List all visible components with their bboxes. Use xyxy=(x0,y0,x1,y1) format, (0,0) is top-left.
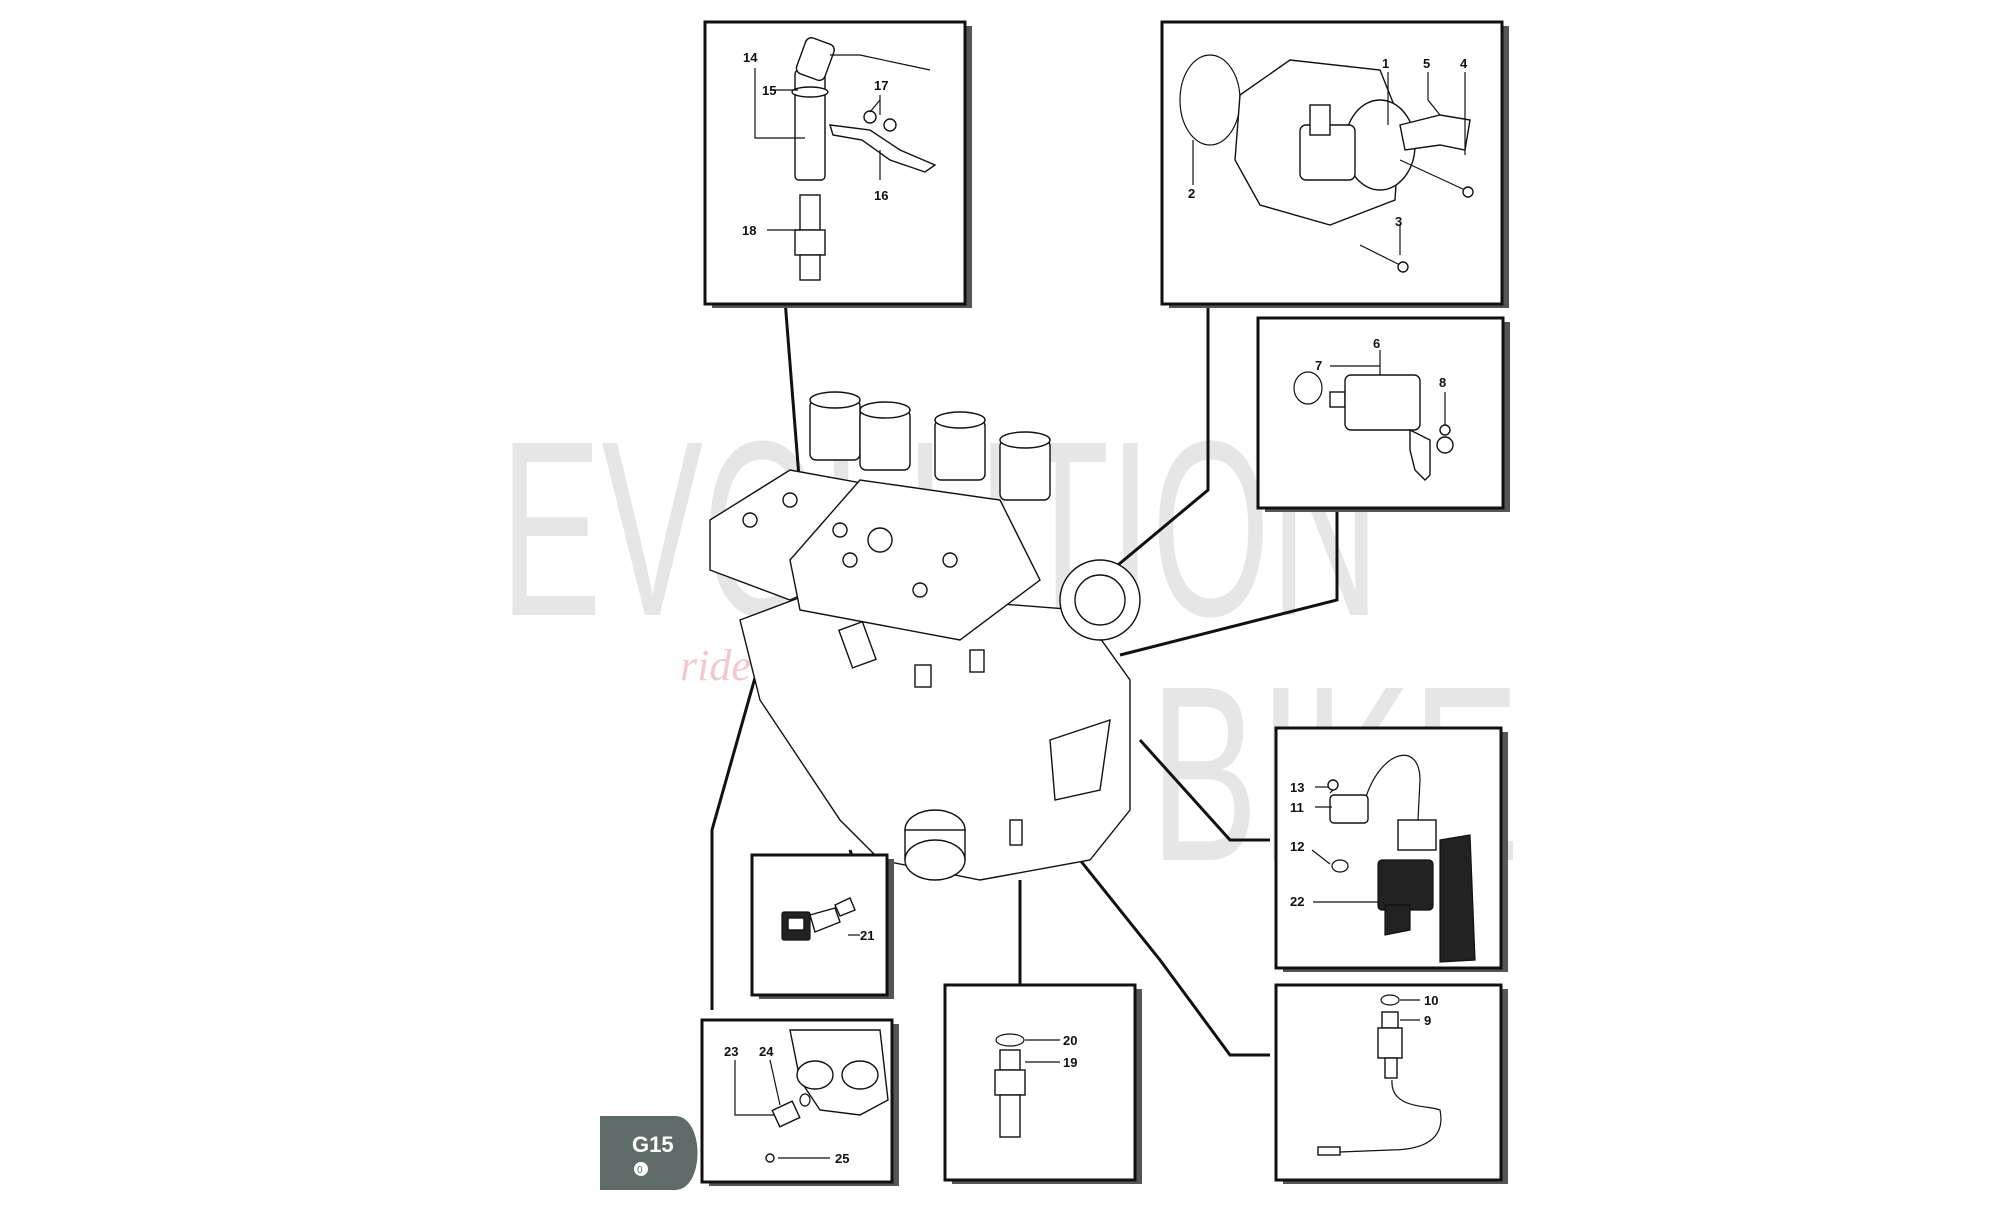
label-21: 21 xyxy=(860,928,874,943)
label-2: 2 xyxy=(1188,186,1195,201)
label-5: 5 xyxy=(1423,56,1430,71)
label-15: 15 xyxy=(762,83,776,98)
label-23: 23 xyxy=(724,1044,738,1059)
label-12: 12 xyxy=(1290,839,1304,854)
label-4: 4 xyxy=(1460,56,1468,71)
box-alternator: 1 5 4 2 3 xyxy=(1160,20,1509,308)
label-1: 1 xyxy=(1382,56,1389,71)
label-24: 24 xyxy=(759,1044,774,1059)
label-8: 8 xyxy=(1439,375,1446,390)
label-14: 14 xyxy=(743,50,758,65)
badge-sub: 0 xyxy=(637,1165,643,1176)
label-17: 17 xyxy=(874,78,888,93)
box-temp-sensor: 21 xyxy=(750,853,894,999)
box-pickup: 13 11 12 22 xyxy=(1274,726,1508,972)
label-6: 6 xyxy=(1373,336,1380,351)
label-3: 3 xyxy=(1395,214,1402,229)
label-11: 11 xyxy=(1290,800,1304,815)
label-9: 9 xyxy=(1424,1013,1431,1028)
badge-sub-icon xyxy=(634,1162,648,1176)
label-19: 19 xyxy=(1063,1055,1077,1070)
label-25: 25 xyxy=(835,1151,849,1166)
label-10: 10 xyxy=(1424,993,1438,1008)
section-badge: G15 0 xyxy=(600,1116,698,1190)
box-oil-switch: 20 19 xyxy=(943,983,1142,1184)
box-ignition: 14 15 17 16 18 xyxy=(703,20,972,308)
box-starter: 6 7 8 xyxy=(1256,316,1510,512)
label-7: 7 xyxy=(1315,358,1322,373)
box-intake-sensor: 23 24 25 xyxy=(700,1018,899,1186)
leader-lines xyxy=(710,299,1339,1057)
badge-shape xyxy=(600,1116,698,1190)
label-22: 22 xyxy=(1290,894,1304,909)
engine-illustration xyxy=(709,391,1141,881)
box-oil-sensor: 10 9 xyxy=(1274,983,1508,1184)
label-16: 16 xyxy=(874,188,888,203)
label-13: 13 xyxy=(1290,780,1304,795)
label-20: 20 xyxy=(1063,1033,1077,1048)
badge-code: G15 xyxy=(632,1132,674,1157)
label-18: 18 xyxy=(742,223,756,238)
